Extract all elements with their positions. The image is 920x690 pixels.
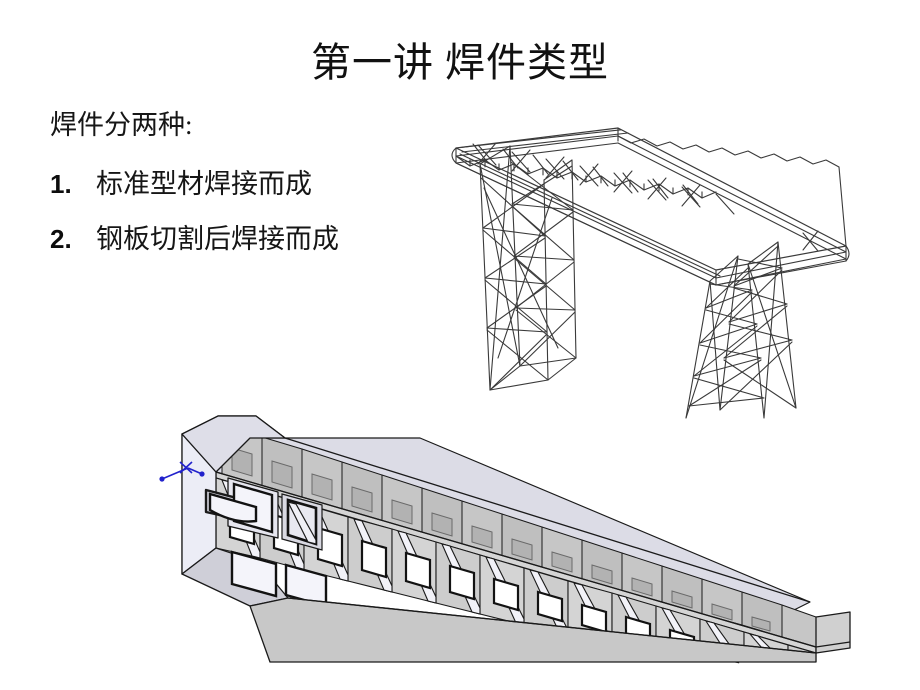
gantry-truss-wireframe-icon <box>451 127 850 419</box>
list-item: 1. 标准型材焊接而成 <box>50 162 470 201</box>
coordinate-axis-marker <box>159 461 205 482</box>
list-item-label: 标准型材焊接而成 <box>96 169 312 199</box>
list-item-label: 钢板切割后焊接而成 <box>96 224 339 254</box>
welded-box-girder-figure <box>110 372 910 664</box>
body-text-block: 焊件分两种: 1. 标准型材焊接而成 2. 钢板切割后焊接而成 <box>50 110 470 272</box>
intro-line: 焊件分两种: <box>50 110 193 140</box>
page-title: 第一讲 焊件类型 <box>311 40 609 85</box>
gantry-truss-figure <box>448 118 850 428</box>
welded-box-girder-icon <box>159 415 851 664</box>
list-item: 2. 钢板切割后焊接而成 <box>50 217 470 256</box>
list-item-number: 2. <box>50 224 72 254</box>
list-item-number: 1. <box>50 169 72 199</box>
